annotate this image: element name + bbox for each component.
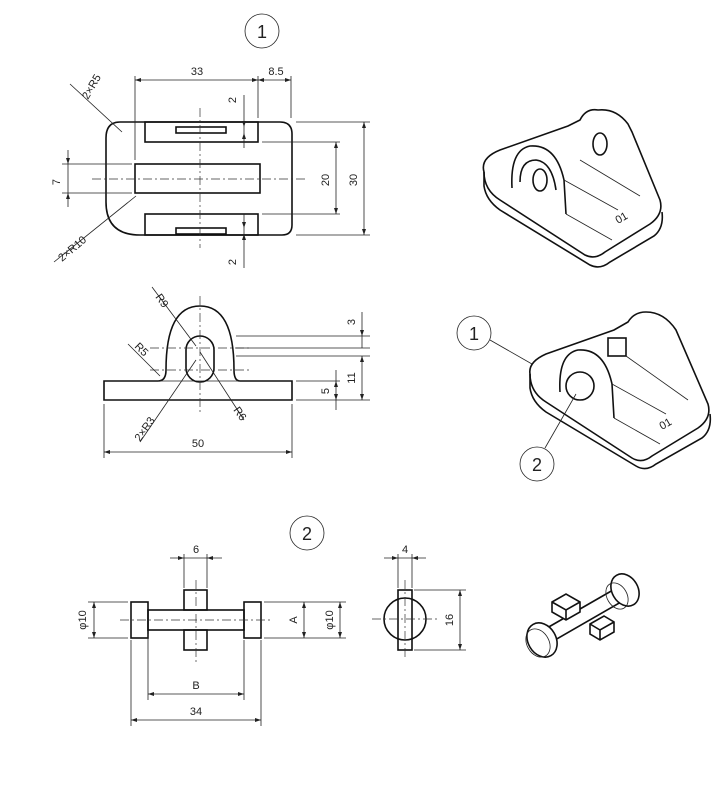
dim-slot-top: 2 (227, 97, 239, 103)
dim-length: 50 (192, 438, 204, 450)
dim-b: B (192, 680, 199, 692)
iso-pin-head-right-inner (605, 582, 629, 610)
top-view-outline (105, 121, 293, 236)
arrows (242, 121, 246, 139)
pin-block-bottom (183, 629, 208, 651)
arrows (360, 330, 364, 336)
lower-slot (144, 213, 259, 236)
assy-base-edge (529, 374, 712, 470)
dim-top: 3 (346, 319, 358, 325)
assy-engraving: 01 (658, 416, 675, 433)
part2-front-view: 2 6 φ10 A φ10 B (77, 515, 346, 726)
dim-width: 33 (191, 66, 203, 78)
leader-r6 (199, 351, 245, 421)
dim-height: 11 (346, 372, 358, 383)
dim-a: A (288, 616, 300, 624)
iso-pin-head-left-face (525, 628, 551, 658)
dim-offset: 8.5 (268, 66, 283, 78)
arrows (392, 556, 418, 560)
part1-callout-label: 1 (257, 22, 267, 42)
iso-callout-1: 1 (469, 324, 479, 344)
part1-callout-circle (244, 13, 280, 49)
assy-body (529, 311, 710, 462)
iso1-hole-right (592, 132, 608, 156)
dim-base: 5 (320, 388, 332, 394)
dim-overall: 34 (190, 706, 202, 718)
iso-pin-head-left (526, 622, 558, 658)
dim-shaft-dia: φ10 (324, 610, 336, 629)
part1-top-view: 1 33 8.5 2 2 2×R5 (51, 13, 370, 268)
dim-inner-arc: R6 (231, 405, 249, 423)
dim-head-dia: φ10 (77, 610, 89, 629)
pin-block-top (183, 589, 208, 611)
dim-block-width: 6 (193, 544, 199, 556)
leader-r5-front (127, 343, 161, 377)
part2-side-view: 4 16 (372, 544, 466, 660)
dim-inner-height: 20 (320, 174, 332, 186)
iso-callout-2: 2 (532, 455, 542, 475)
part2-callout-circle (289, 515, 325, 551)
leader-r10 (53, 195, 137, 263)
upper-slot-inner (175, 126, 227, 134)
leader-r9 (151, 286, 197, 347)
part1-front-view: R9 R5 2×R3 R6 3 11 5 50 (103, 286, 370, 458)
arrows (458, 590, 462, 650)
part2-callout-label: 2 (302, 524, 312, 544)
front-view-outline (103, 305, 293, 401)
iso-callout-2-circle (519, 446, 555, 482)
iso-pin-block-top (551, 593, 581, 621)
part1-isometric: 01 (482, 108, 664, 268)
dim-holes: 2×R3 (133, 415, 158, 444)
iso1-left-lug (511, 145, 567, 215)
upper-slot (144, 121, 259, 143)
assy-pin-head (565, 371, 595, 401)
assembly-isometric: 1 01 2 (456, 311, 712, 482)
dim-corner-small: 2×R5 (80, 72, 104, 101)
iso1-engraving: 01 (614, 210, 631, 227)
dim-corner-large: 2×R10 (56, 234, 89, 264)
part2-isometric (525, 573, 640, 658)
arrows (242, 222, 246, 240)
assy-inner-edges (611, 355, 689, 445)
leader-r5 (69, 83, 123, 133)
leader-r3 (139, 359, 197, 443)
middle-bar (134, 163, 261, 194)
dim-slot-height: 7 (51, 179, 63, 185)
iso-leader-2 (544, 393, 577, 449)
lower-slot-inner (175, 227, 227, 235)
assy-pin-block (607, 337, 627, 357)
dim-fillet: R5 (132, 341, 150, 359)
iso1-body (482, 108, 662, 258)
dim-side-height: 16 (444, 614, 456, 626)
dim-slot-bottom: 2 (227, 259, 239, 265)
dim-side-width: 4 (402, 544, 408, 556)
iso1-hole-left (532, 168, 548, 192)
iso1-inner-edges (563, 159, 641, 241)
dim-total-height: 30 (348, 174, 360, 186)
iso-pin-block-bottom (589, 615, 615, 641)
iso1-base-edge (483, 172, 664, 268)
arrows (334, 381, 338, 400)
iso-callout-1-circle (456, 315, 492, 351)
assy-left-lug (559, 349, 615, 419)
